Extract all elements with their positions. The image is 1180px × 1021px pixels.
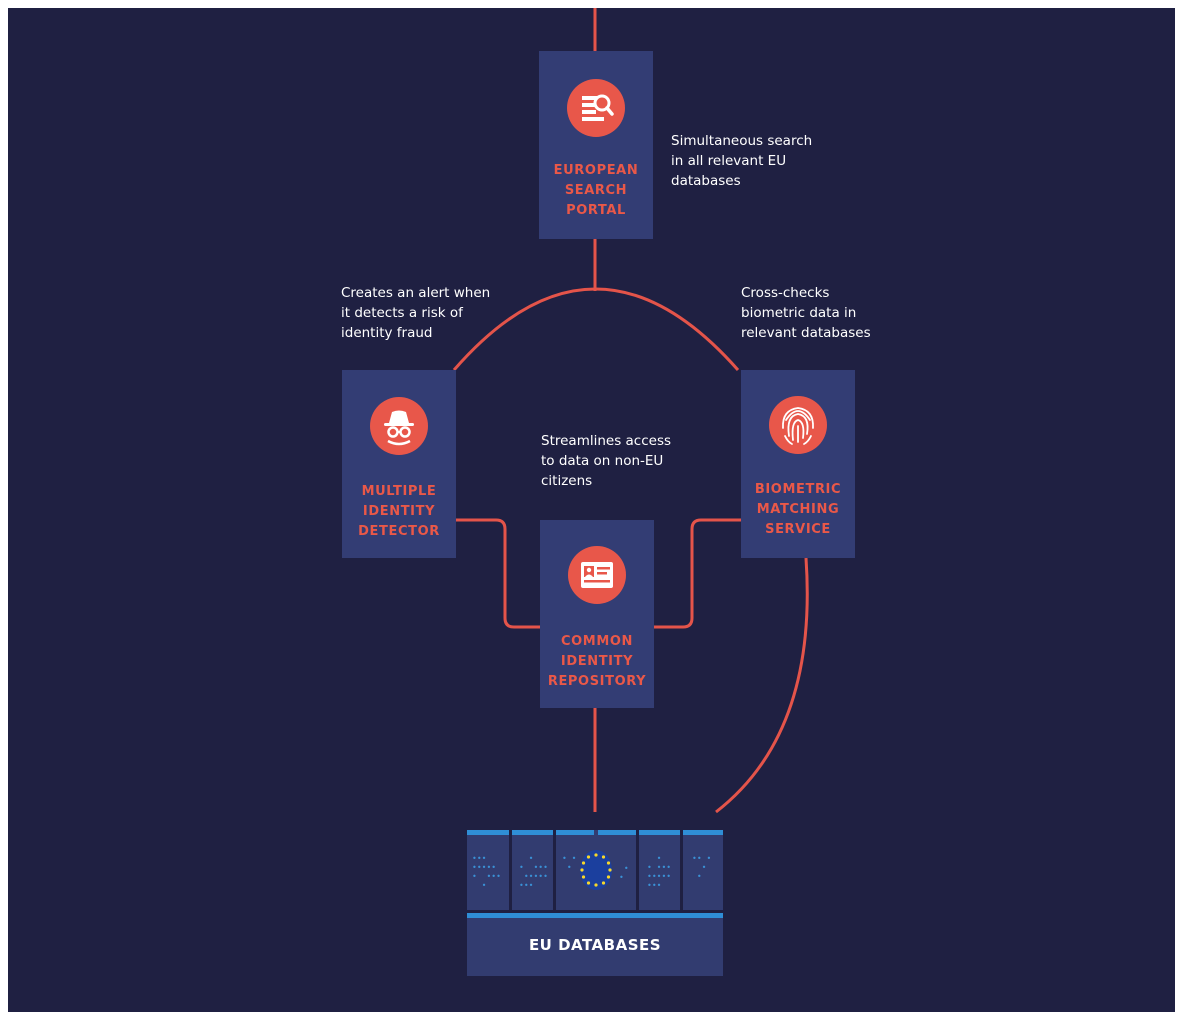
search-portal-description: Simultaneous search in all relevant EU d… — [671, 131, 812, 191]
data-dots: • • • — [562, 854, 577, 872]
description-line: citizens — [541, 473, 593, 489]
identity-repository-label: COMMON IDENTITY REPOSITORY — [540, 632, 654, 692]
database-stripe — [639, 830, 680, 835]
identity-detector-description: Creates an alert when it detects a risk … — [341, 283, 490, 343]
description-line: Creates an alert when — [341, 285, 491, 301]
description-line: biometric data in — [741, 305, 857, 321]
database-panel — [639, 830, 680, 910]
eu-databases: ••••••••• ••• • •• ••• •••••••• • • • ••… — [467, 820, 723, 976]
data-dots: •• ••••••••••• — [647, 854, 672, 890]
database-stripe — [683, 830, 723, 835]
label-line: IDENTITY — [560, 654, 634, 669]
line-biometric-to-repository — [654, 518, 741, 629]
incognito-icon — [370, 397, 428, 455]
line-detector-to-repository — [455, 518, 540, 629]
id-card-icon — [568, 546, 626, 604]
database-stripe — [512, 830, 553, 835]
label-line: MATCHING — [756, 502, 840, 517]
eu-databases-label: EU DATABASES — [528, 936, 662, 954]
database-panel — [467, 830, 509, 910]
search-portal-label: EUROPEAN SEARCH PORTAL — [539, 161, 653, 221]
data-dots: •• — [619, 864, 629, 882]
biometric-service-description: Cross-checks biometric data in relevant … — [741, 283, 871, 343]
biometric-service-label: BIOMETRIC MATCHING SERVICE — [741, 480, 855, 540]
database-stripe — [467, 830, 509, 835]
data-dots: •• ••• •••••••• — [519, 854, 548, 890]
description-line: relevant databases — [741, 325, 871, 341]
database-panel — [512, 830, 553, 910]
search-database-icon — [567, 79, 625, 137]
node-identity-repository: COMMON IDENTITY REPOSITORY — [540, 520, 654, 708]
identity-detector-label: MULTIPLE IDENTITY DETECTOR — [342, 482, 456, 542]
node-search-portal: EUROPEAN SEARCH PORTAL — [539, 51, 653, 239]
label-line: DETECTOR — [358, 524, 440, 539]
fingerprint-icon — [769, 396, 827, 454]
label-line: MULTIPLE — [361, 484, 437, 499]
label-line: SEARCH — [564, 183, 628, 198]
description-line: Simultaneous search — [671, 133, 813, 149]
database-panel — [683, 830, 723, 910]
label-line: EUROPEAN — [553, 163, 639, 178]
database-stripe — [556, 830, 594, 835]
description-line: Streamlines access — [541, 433, 672, 449]
node-biometric-service: BIOMETRIC MATCHING SERVICE — [741, 370, 855, 558]
description-line: in all relevant EU — [671, 153, 787, 169]
data-dots: •• • • • — [692, 854, 712, 881]
node-identity-detector: MULTIPLE IDENTITY DETECTOR — [342, 370, 456, 558]
data-dots: ••••••••• ••• • — [472, 854, 501, 890]
description-line: to data on non-EU — [541, 453, 664, 469]
database-bar — [467, 913, 723, 918]
label-line: IDENTITY — [362, 504, 436, 519]
label-line: SERVICE — [765, 522, 831, 537]
label-line: BIOMETRIC — [754, 482, 842, 497]
description-line: identity fraud — [341, 325, 433, 341]
arc-detector-to-biometric — [452, 287, 740, 371]
label-line: PORTAL — [566, 203, 626, 218]
database-stripe — [598, 830, 636, 835]
identity-repository-description: Streamlines access to data on non-EU cit… — [541, 431, 671, 491]
eu-flag-icon — [580, 850, 612, 890]
description-line: it detects a risk of — [341, 305, 463, 321]
description-line: databases — [671, 173, 741, 189]
database-base — [467, 918, 723, 976]
label-line: REPOSITORY — [547, 674, 647, 689]
connection-lines — [452, 8, 809, 814]
description-line: Cross-checks — [741, 285, 830, 301]
label-line: COMMON — [561, 634, 633, 649]
diagram-canvas: EUROPEAN SEARCH PORTAL Simultaneous sear… — [8, 8, 1175, 1012]
arc-biometric-to-databases — [715, 557, 809, 814]
